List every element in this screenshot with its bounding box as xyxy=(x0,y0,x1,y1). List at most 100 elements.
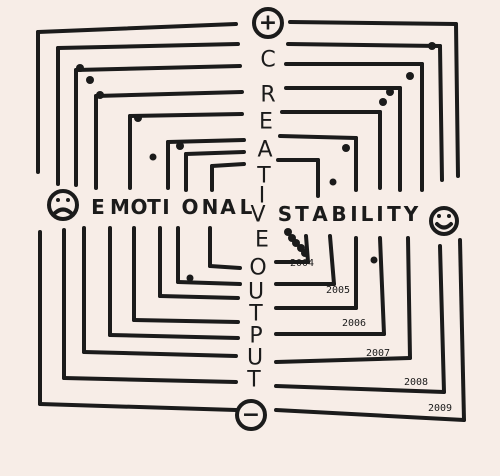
output-letter: O xyxy=(249,256,266,281)
dot xyxy=(301,249,309,257)
frame-2-right-upper xyxy=(438,44,444,182)
output-letter: U xyxy=(248,280,264,305)
dot xyxy=(428,42,436,50)
dot xyxy=(176,142,184,150)
emotional-letter: T xyxy=(147,195,161,219)
creative-letter: V xyxy=(250,203,265,228)
frame-2-bottom-left xyxy=(62,376,238,384)
frame-3-bottom-left xyxy=(82,350,238,358)
year-labels: 2004 2005 2006 2007 2008 2009 xyxy=(290,258,452,414)
frame-1-bottom-right xyxy=(274,408,466,422)
frame-6-bottom-left xyxy=(158,294,240,300)
emotional-letter: O xyxy=(130,195,147,219)
svg-text:−: − xyxy=(242,403,260,428)
dot xyxy=(406,72,414,80)
stability-letter: T xyxy=(387,202,401,226)
svg-text:+: + xyxy=(259,11,277,36)
creative-letter: T xyxy=(256,164,271,189)
frame-2-right-lower xyxy=(438,244,446,394)
year-label: 2006 xyxy=(342,318,366,329)
emotional-letter: E xyxy=(91,195,105,219)
dot xyxy=(342,144,350,152)
output-letter: U xyxy=(247,346,263,371)
frame-7-bottom-left xyxy=(176,280,242,286)
dot xyxy=(149,153,157,161)
year-label: 2008 xyxy=(404,377,428,388)
creative-letter: E xyxy=(259,110,273,135)
nested-frames xyxy=(36,20,466,422)
stability-label: S T A B I L I T Y xyxy=(278,202,419,226)
creative-letter: A xyxy=(257,138,272,163)
emotional-label: E M O T I O N A L xyxy=(91,195,252,219)
dot xyxy=(134,114,142,122)
frame-8-top-left xyxy=(210,162,246,168)
frame-5-top-left xyxy=(128,112,244,118)
stability-letter: S xyxy=(278,202,292,226)
dot xyxy=(386,88,394,96)
stability-letter: I xyxy=(350,202,357,226)
happy-face-icon xyxy=(429,206,459,236)
creative-letter: I xyxy=(259,184,266,209)
dot xyxy=(186,274,194,282)
stability-letter: I xyxy=(376,202,383,226)
frame-6-top-left xyxy=(166,138,246,144)
emotional-letter: I xyxy=(162,195,169,219)
frame-6-top-right xyxy=(278,134,358,140)
stability-letter: T xyxy=(295,202,309,226)
frame-1-top-left xyxy=(36,22,238,34)
dot xyxy=(86,76,94,84)
dot xyxy=(76,64,84,72)
minus-icon: − xyxy=(235,399,267,431)
frame-4-right-lower xyxy=(378,236,386,336)
frame-8-right-lower xyxy=(304,234,310,264)
dot xyxy=(370,256,378,264)
dot xyxy=(292,239,300,247)
frame-2-top-right xyxy=(286,42,442,48)
creative-letter: R xyxy=(260,83,275,108)
output-letter: P xyxy=(249,324,262,349)
output-letter: T xyxy=(248,302,263,327)
stability-letter: B xyxy=(331,202,346,226)
emotional-letter: O xyxy=(181,195,198,219)
dot xyxy=(96,91,104,99)
dot xyxy=(379,98,387,106)
dot xyxy=(329,178,337,186)
dots xyxy=(76,42,436,282)
frame-2-top-left xyxy=(56,42,240,50)
creative-label: C R E A T I V E xyxy=(250,48,275,253)
frame-3-right-lower xyxy=(406,236,412,360)
creative-letter: C xyxy=(260,48,275,73)
stability-letter: L xyxy=(361,202,374,226)
emotional-letter: A xyxy=(220,195,236,219)
frame-4-bottom-left xyxy=(108,333,240,340)
year-label: 2004 xyxy=(290,258,314,269)
frame-3-bottom-right xyxy=(274,356,412,364)
output-letter: T xyxy=(246,368,261,393)
frame-8-bottom-left xyxy=(208,264,242,270)
frame-1-right-lower xyxy=(458,238,466,422)
frame-5-bottom-left xyxy=(132,318,240,324)
creative-letter: E xyxy=(255,228,269,253)
frame-7-right-lower xyxy=(328,234,336,286)
frame-1-right-upper xyxy=(454,22,460,178)
stability-letter: Y xyxy=(403,202,419,226)
emotional-letter: N xyxy=(202,195,219,219)
frame-7-top-left xyxy=(184,150,246,156)
frame-2-bottom-right xyxy=(274,384,446,394)
frame-4-top-left xyxy=(94,90,244,98)
frame-1-top-right xyxy=(288,20,458,26)
frame-1-bottom-left xyxy=(38,402,238,412)
dot xyxy=(284,228,292,236)
output-label: O U T P U T xyxy=(246,256,266,393)
plus-icon: + xyxy=(252,7,284,39)
year-label: 2007 xyxy=(366,348,390,359)
emotional-letter: L xyxy=(240,195,253,219)
emotional-letter: M xyxy=(110,195,130,219)
year-label: 2005 xyxy=(326,285,350,296)
year-label: 2009 xyxy=(428,403,452,414)
sad-face-icon xyxy=(47,189,79,221)
stability-letter: A xyxy=(312,202,328,226)
frame-3-top-left xyxy=(74,64,242,72)
